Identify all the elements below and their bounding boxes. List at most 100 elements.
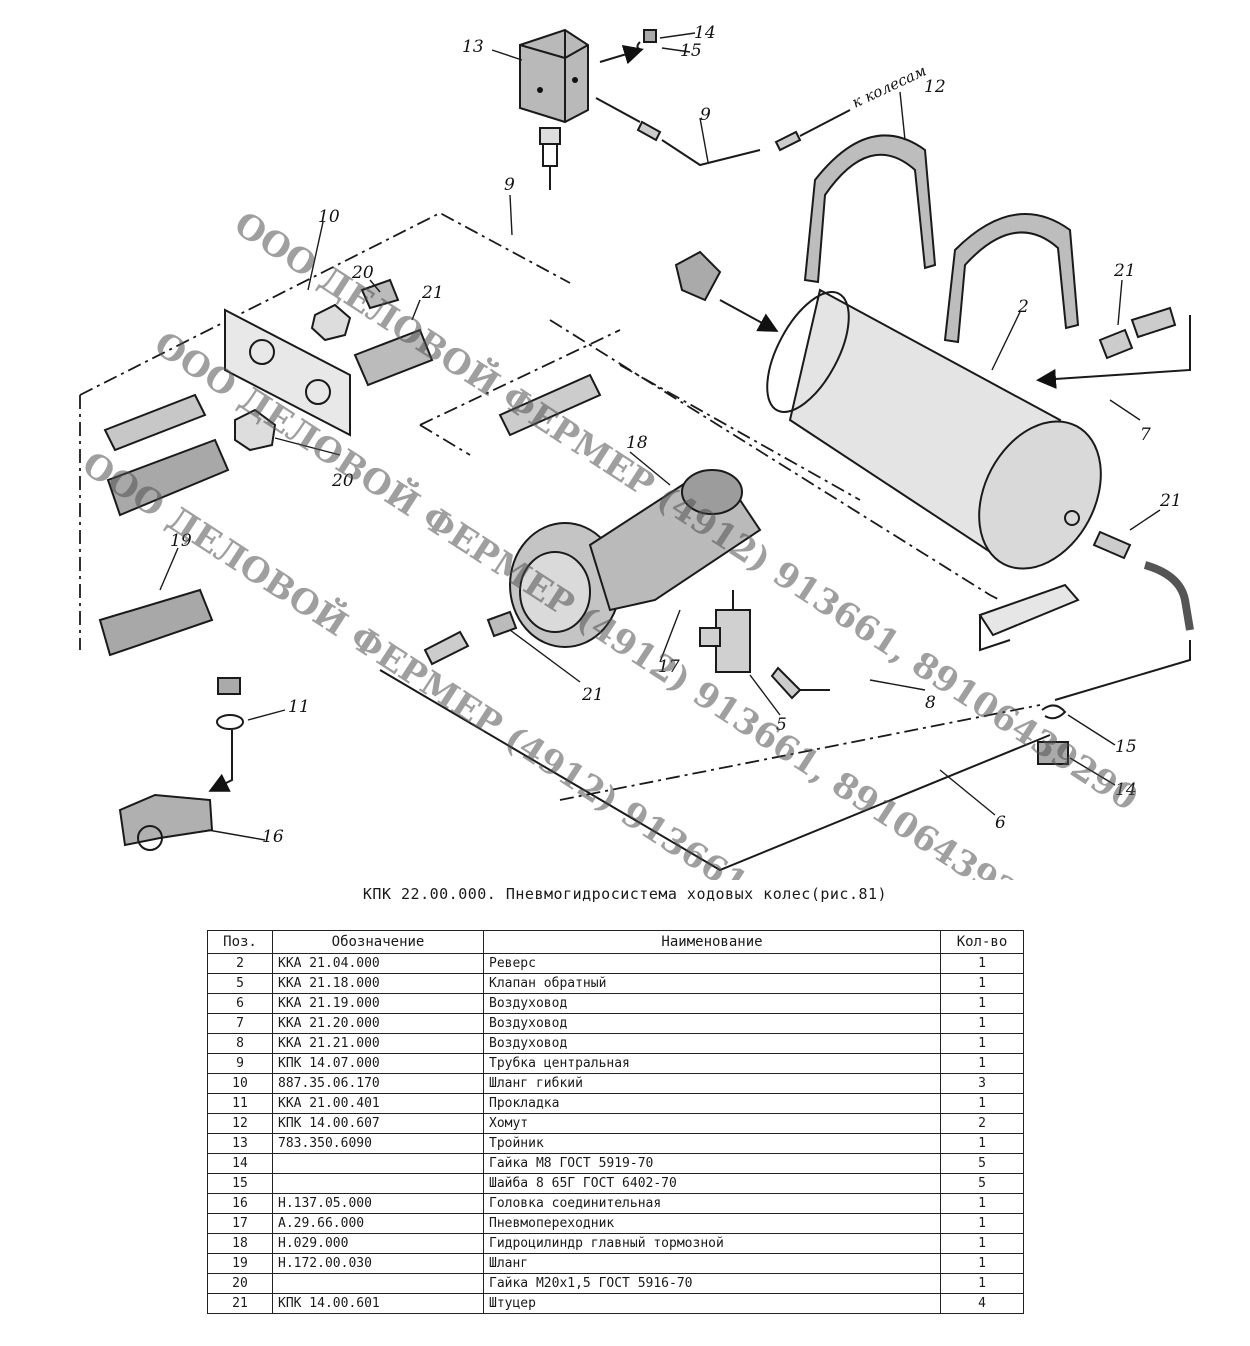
cell-name: Воздуховод: [483, 1033, 941, 1054]
cell-code: ККА 21.21.000: [272, 1033, 484, 1054]
cell-code: Н.172.00.030: [272, 1253, 484, 1274]
callout-11: 11: [288, 697, 310, 717]
part-5-check-valve: [699, 590, 751, 673]
cell-pos: 17: [207, 1213, 273, 1234]
part-21-fittings-right: [1036, 306, 1194, 631]
cell-qty: 1: [940, 973, 1024, 994]
header-qty: Кол-во: [940, 930, 1024, 954]
callout-8: 8: [925, 693, 936, 713]
cell-name: Воздуховод: [483, 1013, 941, 1034]
callout-7: 7: [1140, 425, 1151, 445]
cell-name: Штуцер: [483, 1293, 941, 1314]
cell-pos: 10: [207, 1073, 273, 1094]
leader-lines: [159, 32, 1161, 841]
cell-pos: 5: [207, 973, 273, 994]
callout-15-bottom: 15: [1115, 737, 1137, 757]
cell-name: Прокладка: [483, 1093, 941, 1114]
exploded-view-diagram: 13 14 15 12 9 9 10 20 21 2 21 7 20 18 21…: [75, 23, 1194, 880]
cell-qty: 5: [940, 1173, 1024, 1194]
part-13-tee: [519, 28, 589, 124]
cell-pos: 9: [207, 1053, 273, 1074]
cell-name: Шайба 8 65Г ГОСТ 6402-70: [483, 1173, 941, 1194]
callout-20-mid: 20: [331, 471, 354, 491]
cell-name: Клапан обратный: [483, 973, 941, 994]
cell-pos: 12: [207, 1113, 273, 1134]
cell-code: Н.137.05.000: [272, 1193, 484, 1214]
part-11-16-coupling: [118, 677, 244, 851]
callout-12: 12: [924, 77, 946, 97]
cell-pos: 18: [207, 1233, 273, 1254]
part-19-hoses: [98, 278, 602, 657]
cell-code: ККА 21.00.401: [272, 1093, 484, 1114]
figure-caption: КПК 22.00.000. Пневмогидросистема ходовы…: [362, 885, 888, 903]
cell-qty: 1: [940, 1133, 1024, 1154]
callout-21-top: 21: [421, 283, 444, 303]
cell-code: ККА 21.20.000: [272, 1013, 484, 1034]
callout-21-right-mid: 21: [1159, 491, 1182, 511]
part-18-master-cylinder: [509, 469, 762, 648]
cell-name: Гайка М20x1,5 ГОСТ 5916-70: [483, 1273, 941, 1294]
header-code: Обозначение: [272, 930, 484, 954]
part-21-fittings-bottom: [423, 610, 830, 700]
cell-pos: 6: [207, 993, 273, 1014]
cell-code: [272, 1153, 484, 1174]
cell-pos: 20: [207, 1273, 273, 1294]
cell-name: Гайка М8 ГОСТ 5919-70: [483, 1153, 941, 1174]
pipe-6: [379, 640, 1191, 872]
cell-code: [272, 1273, 484, 1294]
cell-name: Тройник: [483, 1133, 941, 1154]
cell-qty: 1: [940, 1273, 1024, 1294]
cell-qty: 1: [940, 1033, 1024, 1054]
cell-name: Реверс: [483, 953, 941, 974]
cell-name: Хомут: [483, 1113, 941, 1134]
cell-qty: 1: [940, 1213, 1024, 1234]
callout-18: 18: [626, 433, 648, 453]
callout-5: 5: [776, 715, 787, 735]
callout-21-right-top: 21: [1113, 261, 1136, 281]
callout-14-bottom: 14: [1115, 780, 1137, 800]
cell-qty: 1: [940, 1093, 1024, 1114]
cell-name: Воздуховод: [483, 993, 941, 1014]
cell-pos: 7: [207, 1013, 273, 1034]
cell-name: Трубка центральная: [483, 1053, 941, 1074]
cell-pos: 16: [207, 1193, 273, 1214]
cell-code: 887.35.06.170: [272, 1073, 484, 1094]
callout-19: 19: [170, 531, 192, 551]
cell-qty: 1: [940, 1053, 1024, 1074]
cell-pos: 15: [207, 1173, 273, 1194]
cell-qty: 1: [940, 1233, 1024, 1254]
callout-15: 15: [680, 41, 702, 61]
part-12-clamps: [803, 134, 1080, 344]
pipe-9-to-wheels: [595, 97, 851, 167]
cell-pos: 8: [207, 1033, 273, 1054]
cell-code: КПК 14.07.000: [272, 1053, 484, 1074]
callout-10: 10: [318, 207, 340, 227]
cell-name: Шланг гибкий: [483, 1073, 941, 1094]
cell-qty: 3: [940, 1073, 1024, 1094]
callout-17: 17: [658, 657, 680, 677]
cell-pos: 2: [207, 953, 273, 974]
cell-name: Гидроцилиндр главный тормозной: [483, 1233, 941, 1254]
callout-6: 6: [995, 813, 1006, 833]
parts-table-header: Поз. Обозначение Наименование Кол-во: [207, 930, 1024, 954]
header-pos: Поз.: [207, 930, 273, 954]
cell-qty: 2: [940, 1113, 1024, 1134]
callout-16: 16: [262, 827, 284, 847]
fitting-under-tee: [539, 127, 561, 190]
callout-9-right: 9: [700, 105, 711, 125]
callout-2: 2: [1017, 297, 1029, 317]
cell-code: ККА 21.04.000: [272, 953, 484, 974]
